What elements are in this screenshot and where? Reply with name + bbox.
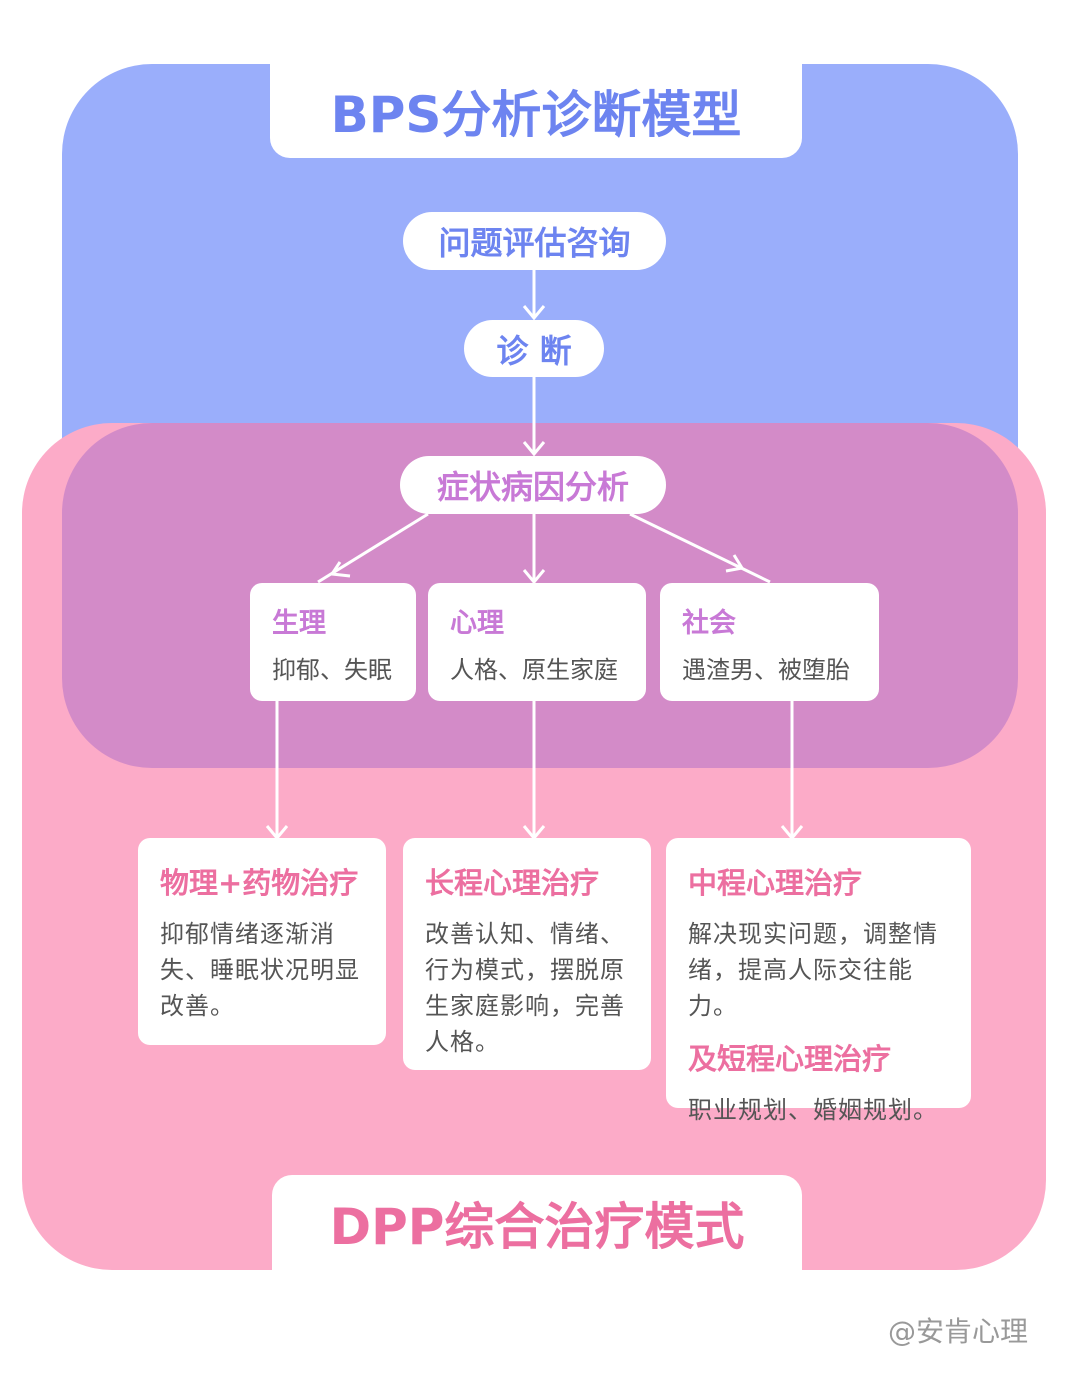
factor-card-biological: 生理 抑郁、失眠 <box>250 583 416 701</box>
treatment-title: 长程心理治疗 <box>425 866 600 900</box>
factor-text: 人格、原生家庭 <box>450 656 618 684</box>
arrowhead <box>522 305 546 321</box>
treatment-card-long-term: 长程心理治疗 改善认知、情绪、行为模式，摆脱原生家庭影响，完善人格。 <box>403 838 651 1070</box>
dpp-title: DPP综合治疗模式 <box>272 1175 802 1270</box>
arrowhead <box>725 554 745 573</box>
watermark: @安肯心理 <box>888 1315 1029 1348</box>
factor-title: 社会 <box>682 608 736 639</box>
factor-card-social: 社会 遇渣男、被堕胎 <box>660 583 879 701</box>
step-diagnosis: 诊 断 <box>464 320 604 377</box>
treatment-text: 抑郁情绪逐渐消失、睡眠状况明显改善。 <box>160 920 360 1020</box>
arrowhead <box>329 561 351 578</box>
arrow-line <box>317 512 429 584</box>
treatment-text: 解决现实问题，调整情绪，提高人际交往能力。 <box>688 920 938 1020</box>
factor-text: 遇渣男、被堕胎 <box>682 656 850 684</box>
factor-text: 抑郁、失眠 <box>272 656 392 684</box>
step-etiology-analysis: 症状病因分析 <box>400 456 666 514</box>
treatment-title-secondary: 及短程心理治疗 <box>688 1042 892 1076</box>
arrowhead <box>522 569 546 585</box>
treatment-text: 改善认知、情绪、行为模式，摆脱原生家庭影响，完善人格。 <box>425 920 625 1056</box>
factor-title: 心理 <box>450 608 504 639</box>
factor-card-psychological: 心理 人格、原生家庭 <box>428 583 646 701</box>
treatment-card-physical: 物理+药物治疗 抑郁情绪逐渐消失、睡眠状况明显改善。 <box>138 838 386 1045</box>
step-assessment: 问题评估咨询 <box>403 212 666 270</box>
factor-title: 生理 <box>272 608 326 639</box>
arrow-line <box>629 512 771 584</box>
bps-title: BPS分析诊断模型 <box>270 64 802 158</box>
treatment-text-secondary: 职业规划、婚姻规划。 <box>688 1096 938 1124</box>
treatment-title: 物理+药物治疗 <box>160 866 359 900</box>
treatment-card-mid-short-term: 中程心理治疗 解决现实问题，调整情绪，提高人际交往能力。 及短程心理治疗 职业规… <box>666 838 971 1124</box>
arrowhead <box>522 441 546 457</box>
treatment-title: 中程心理治疗 <box>688 866 863 900</box>
